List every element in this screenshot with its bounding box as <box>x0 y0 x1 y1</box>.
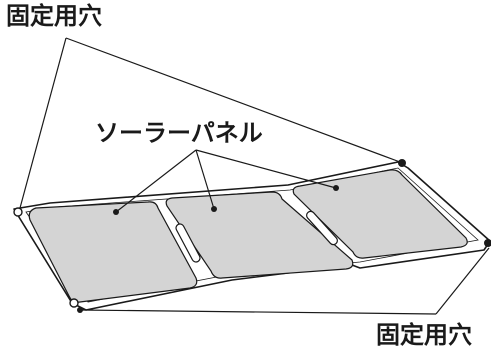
solar-cell-3 <box>292 169 468 259</box>
mounting-hole-bottom <box>69 298 79 308</box>
solar-cell-2 <box>165 191 354 279</box>
leader-dot <box>113 209 119 215</box>
solar-panel-label: ソーラーパネル <box>95 119 263 147</box>
mounting-hole-top-right <box>398 159 406 167</box>
leader-line-top-2 <box>65 37 401 163</box>
leader-line-panel-2 <box>195 149 215 210</box>
leader-line-bottom-2 <box>435 247 490 315</box>
leader-dot <box>333 185 339 191</box>
handle-slot-right <box>306 210 338 246</box>
mounting-hole-label-bottom: 固定用穴 <box>376 321 472 349</box>
mounting-hole-right <box>484 239 491 247</box>
leader-line-bottom-1 <box>79 309 437 315</box>
leader-dot <box>77 307 83 313</box>
mounting-hole-left <box>13 207 23 217</box>
leader-line-top-1 <box>19 37 67 209</box>
solar-cell-1 <box>28 201 198 303</box>
leader-line-panel-1 <box>115 149 197 213</box>
mounting-hole-label-top: 固定用穴 <box>6 2 102 30</box>
leader-line-panel-3 <box>195 149 337 189</box>
handle-slot-left <box>175 223 201 263</box>
leader-dot <box>211 206 217 212</box>
